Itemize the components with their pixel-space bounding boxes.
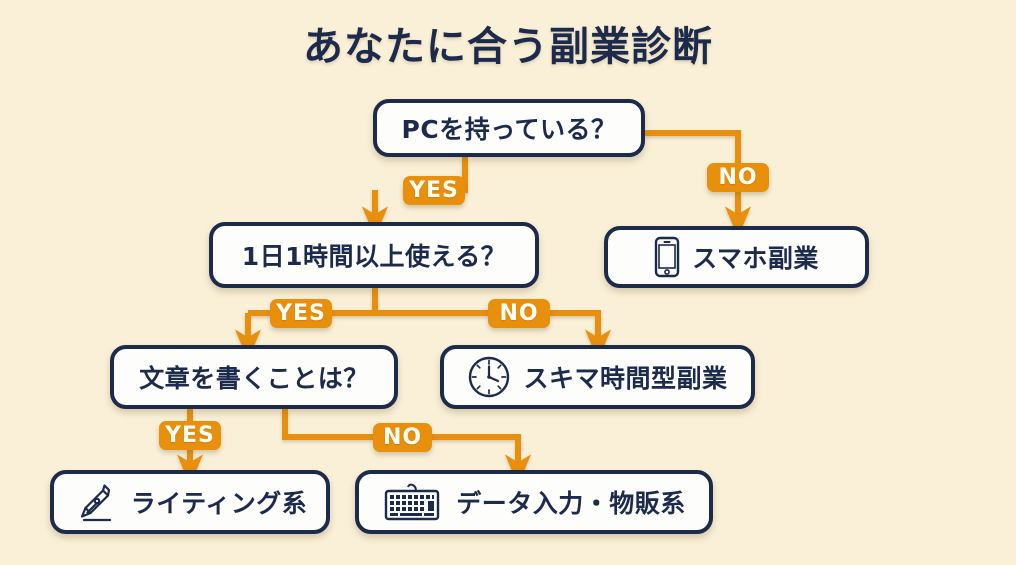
branch-label-q2-no: NO bbox=[488, 299, 550, 328]
branch-label-q3-no: NO bbox=[373, 423, 432, 452]
decision-node-writing-ability-label: 文章を書くことは？ bbox=[139, 364, 369, 393]
decision-node-has-pc[interactable]: PCを持っている？ bbox=[373, 99, 645, 157]
pen-nib-icon bbox=[73, 479, 119, 525]
decision-node-hours-available-label: 1日1時間以上使える？ bbox=[241, 242, 507, 271]
decision-node-has-pc-label: PCを持っている？ bbox=[401, 115, 617, 144]
result-node-smartphone[interactable]: スマホ副業 bbox=[604, 226, 869, 288]
branch-label-q2-yes: YES bbox=[270, 299, 332, 328]
result-node-writing[interactable]: ライティング系 bbox=[50, 470, 330, 534]
clock-icon bbox=[467, 355, 511, 399]
result-node-spare-time[interactable]: スキマ時間型副業 bbox=[440, 345, 755, 409]
result-node-writing-label: ライティング系 bbox=[130, 489, 308, 518]
decision-node-writing-ability[interactable]: 文章を書くことは？ bbox=[110, 345, 398, 409]
smartphone-icon bbox=[654, 236, 680, 278]
decision-node-hours-available[interactable]: 1日1時間以上使える？ bbox=[209, 222, 539, 288]
result-node-smartphone-label: スマホ副業 bbox=[692, 244, 819, 273]
keyboard-icon bbox=[382, 479, 444, 525]
result-node-data-entry-label: データ入力・物販系 bbox=[456, 489, 686, 518]
result-node-data-entry[interactable]: データ入力・物販系 bbox=[355, 470, 713, 534]
page-title: あなたに合う副業診断 bbox=[303, 24, 713, 70]
branch-label-q3-yes: YES bbox=[159, 421, 221, 450]
branch-label-q1-yes: YES bbox=[403, 176, 465, 205]
result-node-spare-time-label: スキマ時間型副業 bbox=[523, 364, 728, 393]
branch-label-q1-no: NO bbox=[707, 163, 769, 192]
